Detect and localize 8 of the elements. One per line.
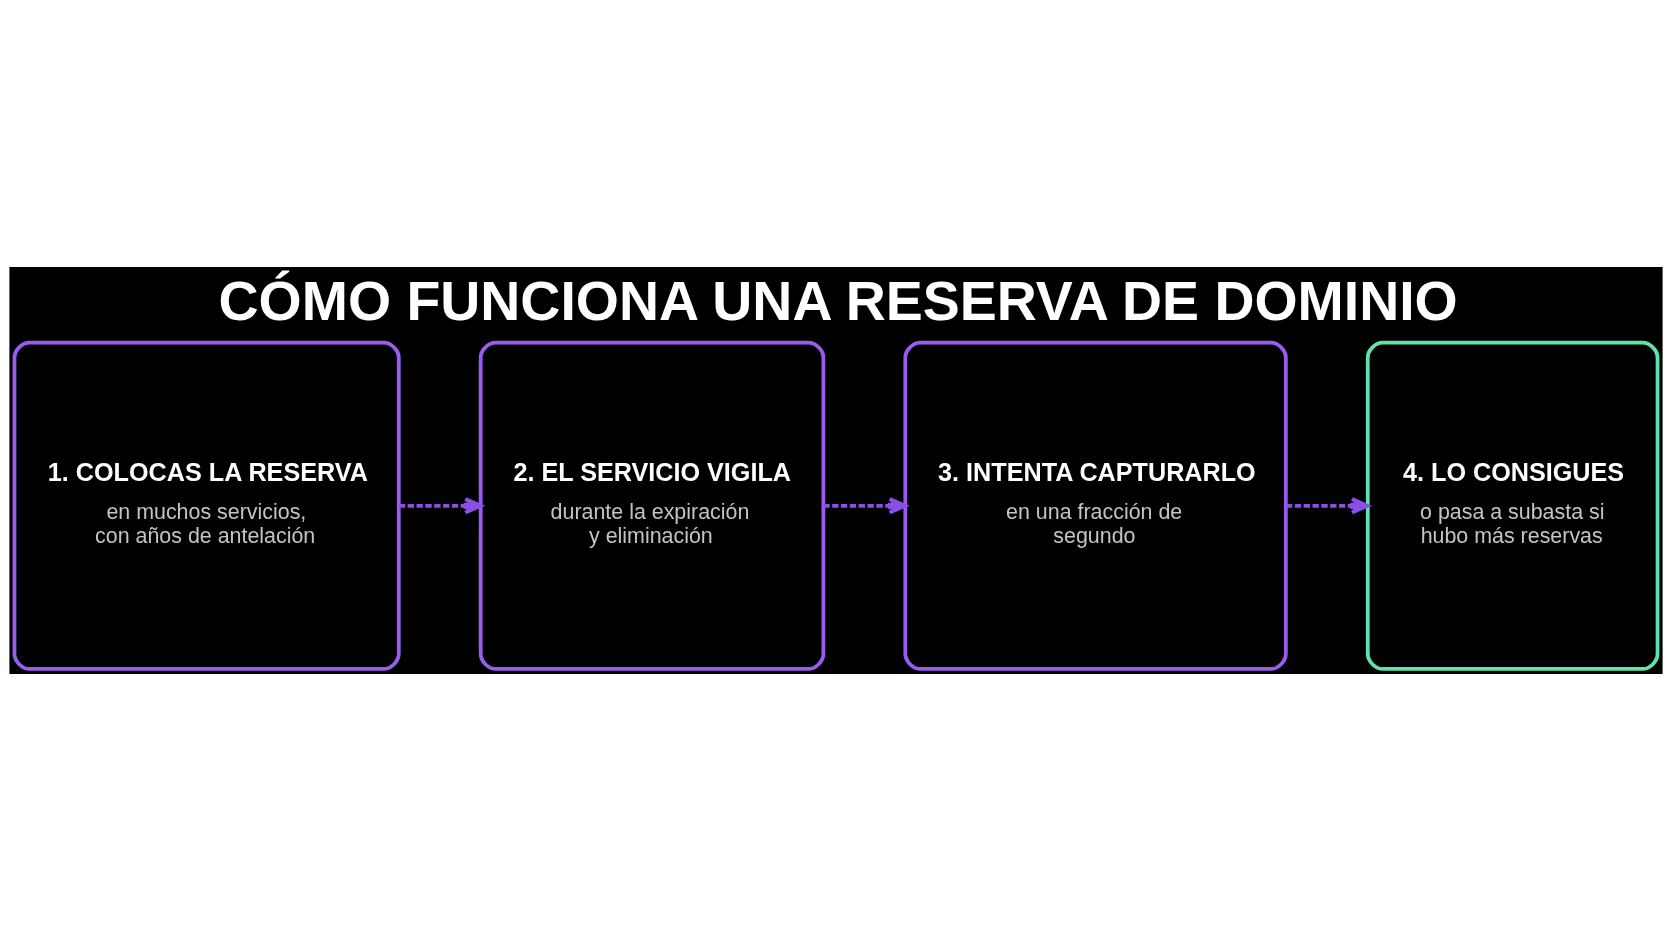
arrow [398,496,483,514]
diagram-title: CÓMO FUNCIONA UNA RESERVA DE DOMINIO [218,269,1458,332]
node-box: 4. LO CONSIGUES o pasa a subasta si hubo más reservas [1365,340,1660,671]
node-box: 2. EL SERVICIO VIGILA durante la expiración y eliminación [478,340,826,671]
arrow [823,496,907,514]
arrow [1285,496,1370,514]
node-box: 3. INTENTA CAPTURARLO en una fracción de segundo [903,340,1288,671]
node-box: 1. COLOCAS LA RESERVA en muchos servicios, con años de antelación [12,340,401,671]
